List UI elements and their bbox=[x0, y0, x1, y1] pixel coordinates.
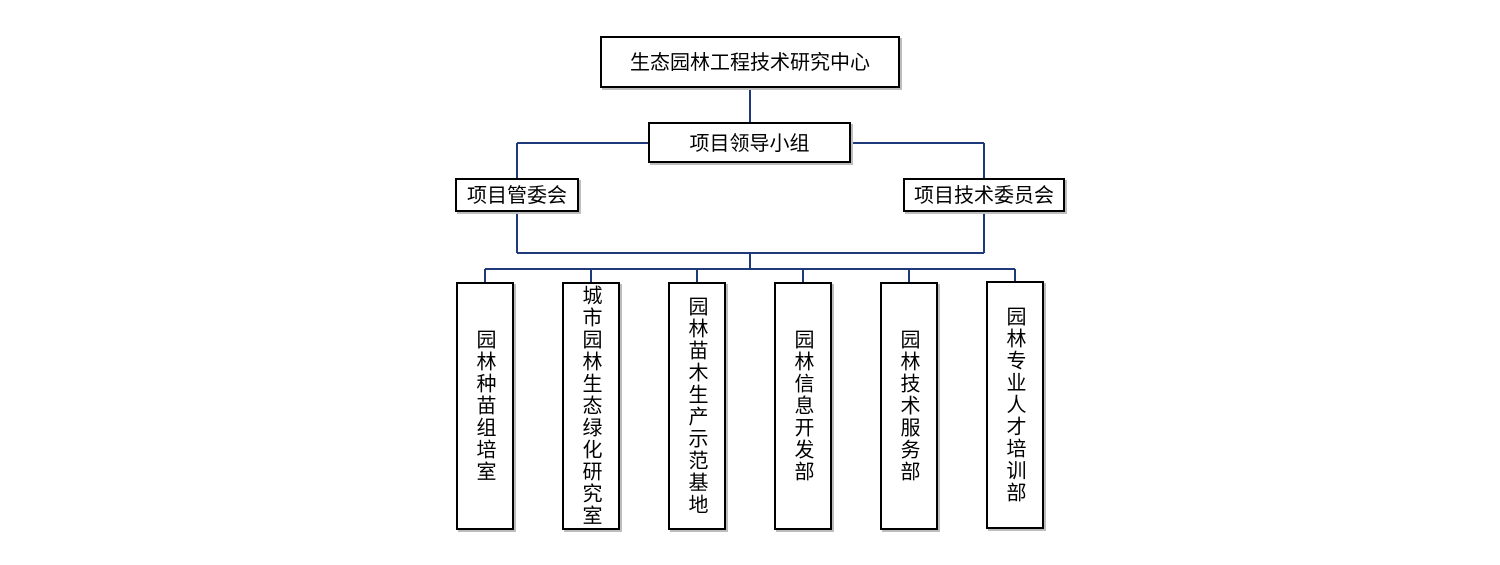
department-box: 园林技术服务部 bbox=[880, 282, 938, 530]
department-box: 园林专业人才培训部 bbox=[986, 281, 1044, 529]
department-label: 园林技术服务部 bbox=[897, 329, 921, 483]
technical-committee-box: 项目技术委员会 bbox=[903, 178, 1065, 212]
management-committee-label: 项目管委会 bbox=[467, 183, 567, 207]
department-box: 园林苗木生产示范基地 bbox=[668, 282, 726, 530]
root-node-label: 生态园林工程技术研究中心 bbox=[630, 50, 870, 74]
department-label: 园林苗木生产示范基地 bbox=[685, 296, 709, 516]
department-box: 城市园林生态绿化研究室 bbox=[562, 282, 620, 530]
department-label: 城市园林生态绿化研究室 bbox=[579, 285, 603, 527]
leadership-node-box: 项目领导小组 bbox=[648, 122, 851, 163]
department-label: 园林信息开发部 bbox=[791, 329, 815, 483]
department-box: 园林信息开发部 bbox=[774, 282, 832, 530]
department-label: 园林专业人才培训部 bbox=[1003, 306, 1027, 504]
department-box: 园林种苗组培室 bbox=[456, 282, 514, 530]
management-committee-box: 项目管委会 bbox=[455, 178, 579, 212]
department-label: 园林种苗组培室 bbox=[473, 329, 497, 483]
root-node-box: 生态园林工程技术研究中心 bbox=[600, 36, 900, 88]
leadership-node-label: 项目领导小组 bbox=[689, 130, 810, 155]
technical-committee-label: 项目技术委员会 bbox=[914, 183, 1054, 207]
